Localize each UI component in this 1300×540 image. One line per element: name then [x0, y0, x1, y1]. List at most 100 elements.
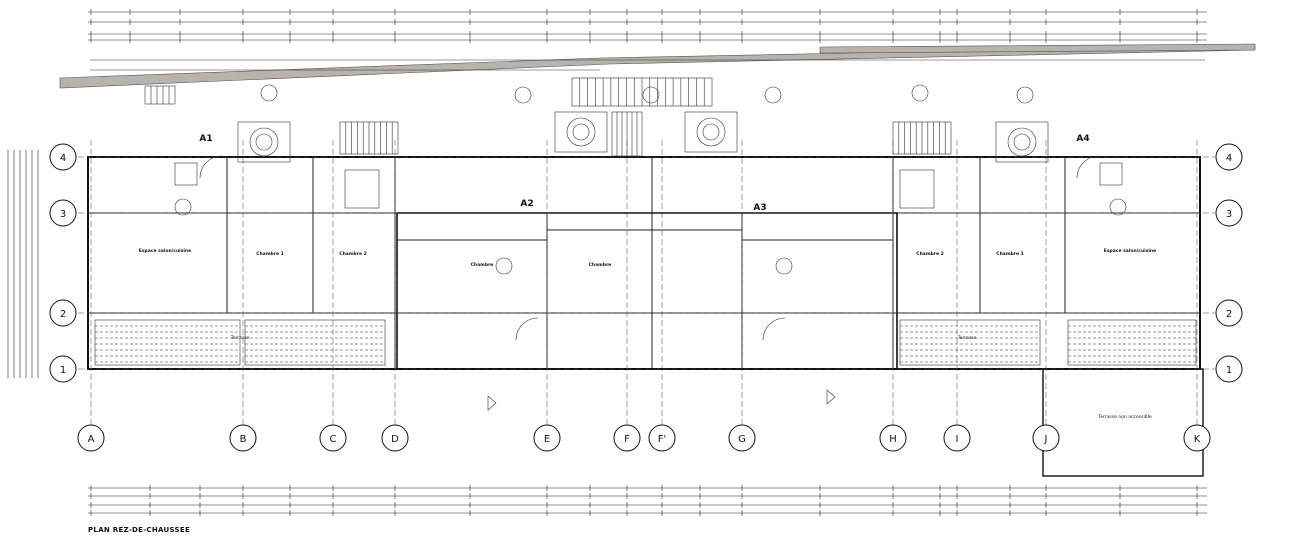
level-marker	[174, 198, 192, 216]
room-label: Chambre	[589, 262, 612, 268]
door-swing	[515, 317, 539, 341]
row-axis-bubble-left: 1	[49, 355, 77, 383]
axis-bubble-label: 4	[1226, 153, 1232, 164]
room-label: Chambre	[471, 262, 494, 268]
sanitary-fixture	[899, 169, 935, 209]
level-marker	[764, 86, 782, 104]
axis-bubble-label: C	[330, 434, 337, 445]
door-swing	[199, 155, 223, 179]
room-label: Chambre 2	[916, 251, 943, 257]
planter-box	[554, 111, 608, 153]
tree-symbol	[566, 117, 596, 147]
axis-bubble-label: F'	[658, 434, 667, 445]
axis-bubble-label: G	[738, 434, 746, 445]
axis-bubble-circle	[728, 424, 756, 452]
section-arrow	[487, 395, 497, 411]
terrace-label: Terrasse	[957, 335, 977, 341]
sanitary-fixture	[1099, 162, 1123, 186]
axis-bubbles: A B C D E F F' G H I J K 1 1 2 2 3 3 4 4	[49, 143, 1243, 452]
terrace-deck	[244, 319, 386, 366]
row-axis-bubble-left: 4	[49, 143, 77, 171]
column-axis-bubble: I	[943, 424, 971, 452]
axis-bubble-circle	[943, 424, 971, 452]
axis-bubble-circle	[1215, 299, 1243, 327]
axis-bubble-circle	[77, 424, 105, 452]
terrain-band	[59, 43, 1256, 89]
room-label: Espace salon/cuisine	[1104, 248, 1156, 254]
axis-bubble-label: D	[391, 434, 399, 445]
level-marker	[495, 257, 513, 275]
sanitary-fixture	[174, 162, 198, 186]
exterior-walls	[87, 156, 1204, 477]
row-axis-bubble-right: 1	[1215, 355, 1243, 383]
column-axis-bubble: A	[77, 424, 105, 452]
tree-symbol	[1007, 127, 1037, 157]
room-label: Chambre 1	[256, 251, 283, 257]
axis-bubble-circle	[229, 424, 257, 452]
axis-bubble-label: 3	[60, 209, 66, 220]
axis-bubble-circle	[613, 424, 641, 452]
column-axis-bubble: F'	[648, 424, 676, 452]
central-block	[396, 212, 898, 370]
column-axis-bubble: J	[1032, 424, 1060, 452]
axis-bubble-circle	[1215, 355, 1243, 383]
axis-bubble-label: 2	[1226, 309, 1232, 320]
axis-bubble-label: F	[624, 434, 630, 445]
row-axis-bubble-right: 4	[1215, 143, 1243, 171]
axis-bubble-label: 3	[1226, 209, 1232, 220]
building-outline	[87, 156, 1201, 370]
column-axis-bubble: E	[533, 424, 561, 452]
tree-symbol	[702, 123, 720, 141]
column-axis-bubble: G	[728, 424, 756, 452]
axis-bubble-circle	[319, 424, 347, 452]
axis-bubble-label: 1	[60, 365, 66, 376]
axis-bubble-circle	[533, 424, 561, 452]
row-axis-bubble-right: 3	[1215, 199, 1243, 227]
drawing-title: PLAN REZ-DE-CHAUSSEE	[88, 526, 191, 534]
planter-box	[684, 111, 738, 153]
column-axis-bubble: K	[1183, 424, 1211, 452]
axis-bubble-circle	[49, 143, 77, 171]
axis-bubble-circle	[49, 355, 77, 383]
axis-bubble-circle	[1183, 424, 1211, 452]
planter-box	[995, 121, 1049, 163]
dimension-lines	[7, 9, 1207, 516]
room-label: Chambre 2	[339, 251, 366, 257]
section-arrow	[826, 389, 836, 405]
column-axis-bubble: B	[229, 424, 257, 452]
terrace-outline	[1042, 368, 1204, 477]
axis-bubble-label: 2	[60, 309, 66, 320]
axis-bubble-circle	[49, 199, 77, 227]
room-label: Espace salon/cuisine	[139, 248, 191, 254]
axis-bubble-label: 4	[60, 153, 66, 164]
tree-symbol	[696, 117, 726, 147]
section-mark: A1	[199, 134, 212, 144]
column-axis-bubble: F	[613, 424, 641, 452]
axis-bubble-label: K	[1194, 434, 1201, 445]
terrace-deck	[899, 319, 1041, 366]
door-swing	[1076, 155, 1100, 179]
column-axis-bubble: H	[879, 424, 907, 452]
axis-bubble-circle	[381, 424, 409, 452]
axis-bubble-circle	[879, 424, 907, 452]
staircase	[144, 85, 176, 105]
tree-symbol	[249, 127, 279, 157]
tree-symbol	[572, 123, 590, 141]
room-label: Chambre 1	[996, 251, 1023, 257]
axis-bubble-circle	[1215, 199, 1243, 227]
column-axis-bubble: C	[319, 424, 347, 452]
door-swing	[762, 317, 786, 341]
terrace-deck	[1067, 319, 1197, 366]
axis-bubble-circle	[1032, 424, 1060, 452]
axis-bubble-label: E	[544, 434, 550, 445]
axis-bubble-label: B	[240, 434, 247, 445]
interior-partitions	[88, 157, 1200, 369]
terrace-label: Terrasse non accessible	[1097, 414, 1151, 420]
level-marker	[1016, 86, 1034, 104]
section-mark: A3	[753, 203, 766, 213]
axis-bubble-label: J	[1044, 434, 1048, 445]
level-marker	[514, 86, 532, 104]
section-mark: A4	[1076, 134, 1089, 144]
axis-bubble-label: I	[956, 434, 959, 445]
